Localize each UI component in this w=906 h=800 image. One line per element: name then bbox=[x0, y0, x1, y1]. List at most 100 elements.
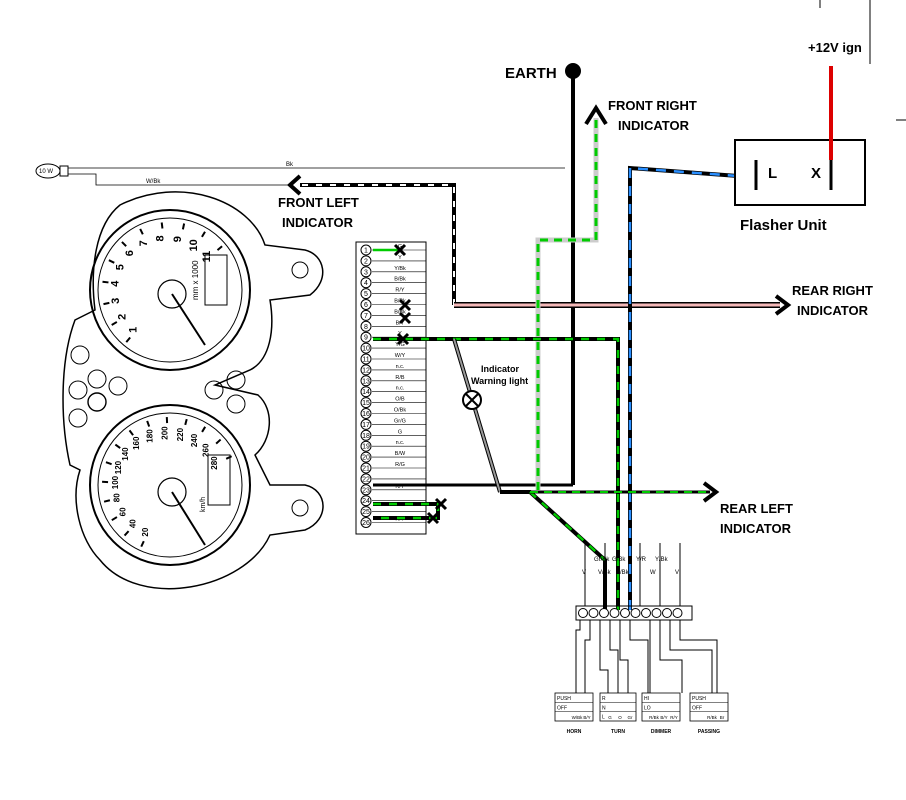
dial-tick-label: 9 bbox=[172, 236, 184, 242]
pin-color: O/Bk bbox=[394, 408, 406, 414]
dial-tick bbox=[216, 245, 223, 251]
dial-tick-label: 220 bbox=[176, 427, 185, 441]
pin-number: 17 bbox=[362, 422, 370, 429]
pin-number: 12 bbox=[362, 367, 370, 374]
wire-wbk-label: W/Bk bbox=[146, 179, 161, 185]
pin-color: W/Y bbox=[395, 353, 406, 359]
switch-row-label: OFF bbox=[692, 705, 702, 711]
harness-terminal bbox=[630, 608, 641, 618]
dial-tick-label: 60 bbox=[118, 507, 127, 516]
pin-color: n.c. bbox=[396, 440, 405, 446]
pin-circle bbox=[360, 462, 372, 474]
dial-tick bbox=[184, 418, 188, 426]
pin-color: Y/Bk bbox=[394, 266, 406, 272]
warning-light-label-2: Warning light bbox=[471, 376, 528, 386]
svg-text:B/Bk: B/Bk bbox=[616, 570, 630, 576]
dial-tick bbox=[111, 321, 118, 326]
dial-tick bbox=[103, 499, 111, 503]
dial-tick-label: 4 bbox=[109, 280, 121, 287]
switch-row-label: OFF bbox=[557, 705, 567, 711]
pin-number: 23 bbox=[362, 487, 370, 494]
dial-tick-label: 140 bbox=[121, 447, 130, 461]
pin-circle bbox=[360, 397, 372, 409]
svg-text:Y/R: Y/R bbox=[636, 557, 647, 563]
pin-circle bbox=[360, 495, 372, 507]
pin-number: 19 bbox=[362, 444, 370, 451]
dial-tick bbox=[108, 259, 115, 264]
pin-color: B/Bk bbox=[394, 309, 406, 315]
dial-tick-label: 2 bbox=[116, 314, 128, 320]
pin-number: 4 bbox=[364, 280, 368, 287]
dial-tick-label: 260 bbox=[202, 443, 211, 457]
pin-circle bbox=[360, 451, 372, 463]
switch-name: PASSING bbox=[698, 729, 720, 735]
instrument-cluster bbox=[62, 191, 324, 590]
pin-number: 6 bbox=[364, 302, 368, 309]
cut-marks bbox=[393, 243, 448, 525]
pin-color: n.c. bbox=[396, 386, 405, 392]
pin-circle bbox=[360, 484, 372, 496]
dial-tick bbox=[123, 530, 130, 537]
pin-color: G bbox=[398, 429, 402, 435]
switch-row-label: N bbox=[602, 705, 606, 711]
switch-name: DIMMER bbox=[651, 729, 672, 735]
tacho-brand: mm x 1000 bbox=[191, 260, 200, 300]
pin-number: 24 bbox=[362, 498, 370, 505]
dial-tick-label: 5 bbox=[114, 264, 126, 270]
dial-tick-label: 6 bbox=[124, 250, 136, 256]
earth-point bbox=[565, 63, 581, 79]
switch-row-label: PUSH bbox=[692, 696, 706, 702]
pin-number: 26 bbox=[362, 520, 370, 527]
pin-color: Gr/G bbox=[394, 418, 406, 424]
dial-tick-label: 8 bbox=[155, 235, 167, 241]
pin-circle bbox=[360, 320, 372, 332]
pin-color: R/B bbox=[395, 375, 405, 381]
front-right-arrow bbox=[584, 104, 608, 126]
pin-circle bbox=[360, 364, 372, 376]
harness-terminal bbox=[651, 608, 662, 618]
dial-tick bbox=[128, 429, 134, 436]
harness-terminal bbox=[578, 608, 588, 618]
switch-name: HORN bbox=[567, 729, 582, 735]
rear-right-label-1: REAR RIGHT bbox=[792, 283, 873, 298]
dial-tick-label: 40 bbox=[128, 519, 137, 528]
harness-terminal bbox=[609, 608, 620, 618]
switch-row-label: L bbox=[602, 715, 605, 721]
pin-number: 2 bbox=[364, 258, 368, 265]
pin-circle bbox=[360, 418, 372, 430]
tacho-display bbox=[204, 254, 228, 306]
pin-color: R/Y bbox=[395, 288, 405, 294]
dial-tick bbox=[103, 301, 110, 306]
pin-color: Y bbox=[398, 255, 402, 261]
tachometer-dial bbox=[89, 209, 251, 371]
dial-tick bbox=[105, 461, 112, 466]
dial-tick bbox=[181, 223, 186, 230]
dial-tick-label: 160 bbox=[132, 436, 141, 450]
rear-right-label-2: INDICATOR bbox=[797, 303, 869, 318]
dial-tick-label: 200 bbox=[161, 426, 170, 440]
harness-wire-labels: Gr/Bk Y/R Y/Bk G/Bk V V/Bk B/Bk W V bbox=[582, 557, 679, 576]
pin-circle bbox=[360, 353, 372, 365]
pin-circle bbox=[360, 375, 372, 387]
svg-text:W: W bbox=[650, 570, 656, 576]
dial-tick-label: 10 bbox=[188, 239, 200, 251]
harness-terminal bbox=[672, 608, 683, 618]
dial-tick-label: 11 bbox=[201, 251, 213, 263]
pin-circle bbox=[360, 517, 372, 528]
pin-circle bbox=[360, 244, 372, 256]
pin-circle bbox=[360, 342, 372, 354]
pin-color: B/W bbox=[395, 451, 406, 457]
dial-tick-label: 280 bbox=[210, 456, 219, 470]
pin-circle bbox=[360, 266, 372, 278]
harness-terminal bbox=[662, 608, 672, 618]
front-left-label-1: FRONT LEFT bbox=[278, 195, 359, 210]
pin-number: 3 bbox=[364, 269, 368, 276]
dial-tick bbox=[121, 241, 127, 247]
dial-tick bbox=[114, 443, 121, 449]
harness-terminals bbox=[578, 608, 683, 618]
harness bbox=[575, 543, 718, 693]
svg-text:10 W: 10 W bbox=[39, 169, 53, 175]
